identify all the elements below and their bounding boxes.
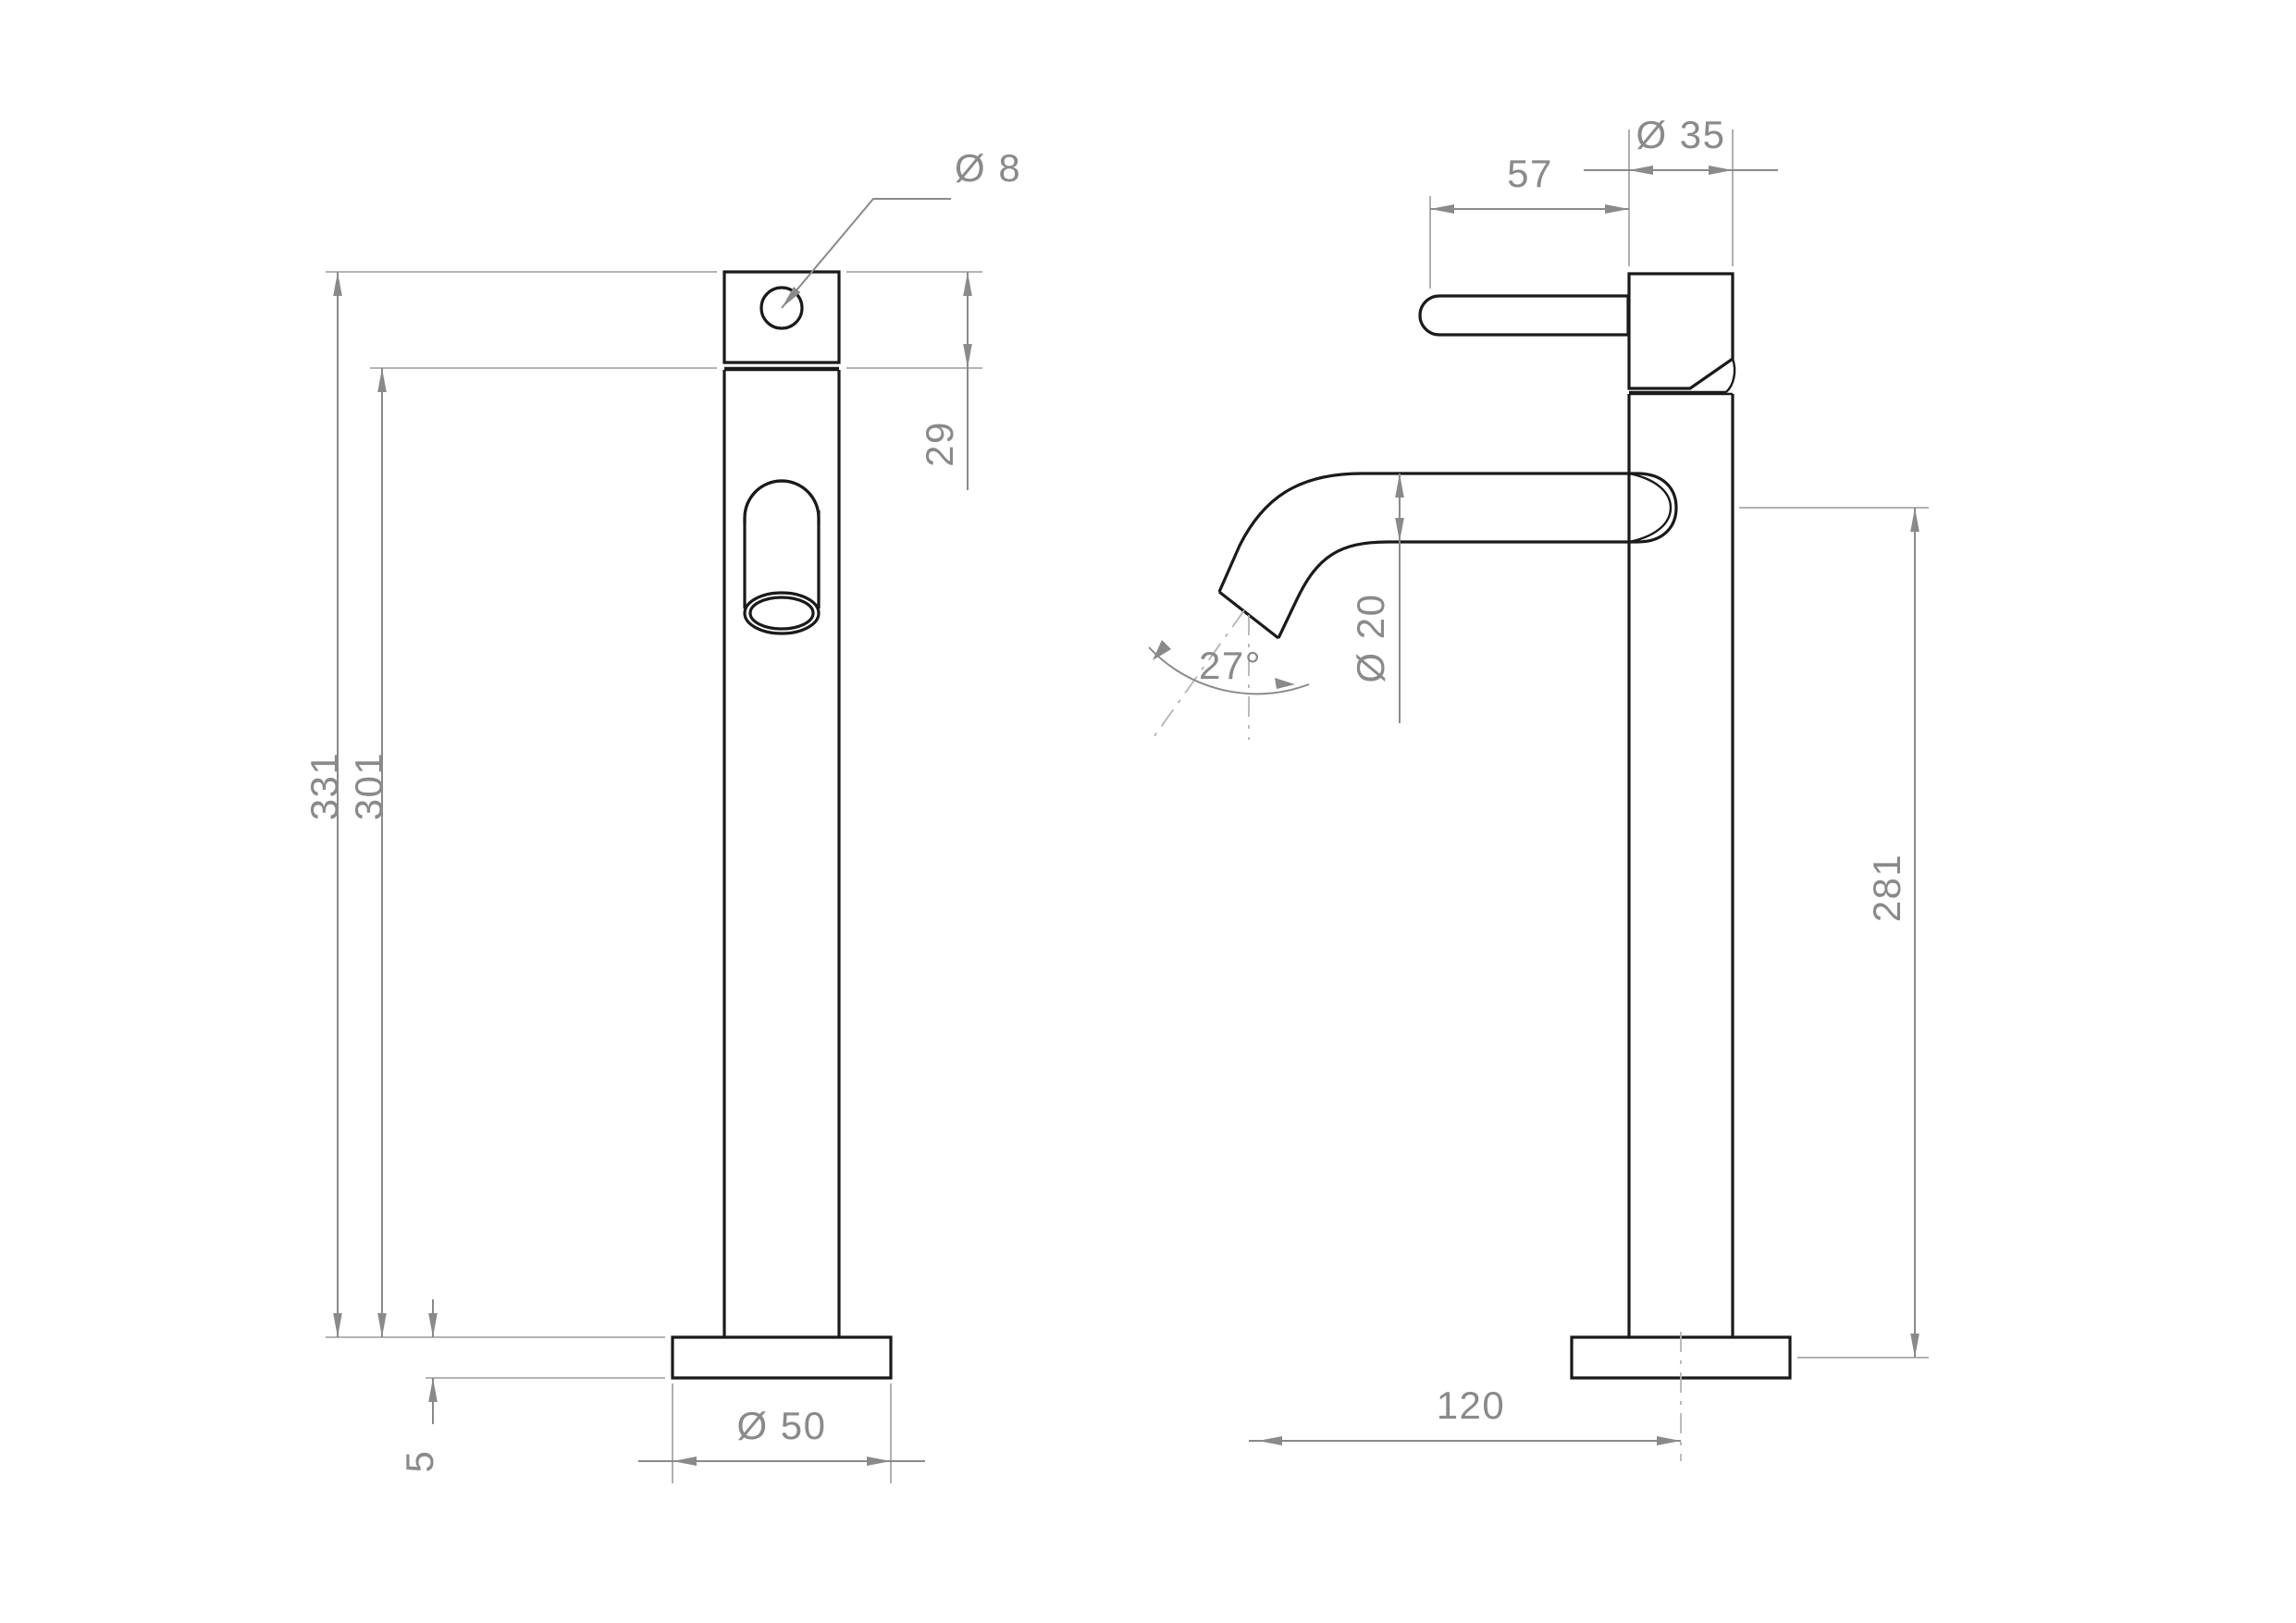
dim-d35-label: Ø 35	[1636, 113, 1725, 156]
dim-5: 5	[398, 1299, 441, 1472]
dim-331-label: 331	[302, 752, 346, 821]
dim-29-label: 29	[918, 421, 961, 467]
dim-331: 331	[302, 272, 346, 1337]
dim-281-label: 281	[1865, 854, 1908, 923]
side-view: Ø 35 57 Ø 20 27°	[1148, 113, 1929, 1461]
front-handle-cap	[722, 270, 841, 370]
dim-d20-label: Ø 20	[1349, 593, 1392, 682]
dim-27deg: 27°	[1148, 609, 1310, 741]
dim-d35: Ø 35	[1584, 113, 1778, 175]
dim-d8-label: Ø 8	[955, 146, 1021, 190]
dim-301: 301	[347, 368, 390, 1337]
dim-27deg-label: 27°	[1199, 644, 1262, 687]
dim-120-label: 120	[1437, 1383, 1506, 1427]
dim-29: 29	[846, 271, 982, 490]
side-lever-handle	[1418, 294, 1630, 337]
dim-5-label: 5	[398, 1450, 441, 1473]
dim-d50: Ø 50	[638, 1383, 925, 1483]
front-base-flange	[671, 1335, 893, 1380]
dim-d50-label: Ø 50	[736, 1404, 826, 1447]
front-view: 331 301 5 29 Ø 50	[302, 146, 1021, 1483]
dim-57-label: 57	[1507, 152, 1553, 195]
dim-281: 281	[1739, 507, 1929, 1359]
dim-57: 57	[1429, 152, 1629, 289]
front-column-body	[722, 368, 841, 1337]
side-spout	[1217, 472, 1678, 640]
front-spout-end-view	[743, 479, 821, 635]
dim-d8: Ø 8	[781, 146, 1021, 309]
dim-120: 120	[1249, 1332, 1682, 1461]
dim-301-label: 301	[347, 752, 390, 821]
side-base-flange	[1570, 1335, 1792, 1380]
dim-d20: Ø 20	[1349, 473, 1404, 723]
side-handle-cap	[1627, 272, 1736, 394]
side-column-body	[1627, 392, 1734, 1337]
